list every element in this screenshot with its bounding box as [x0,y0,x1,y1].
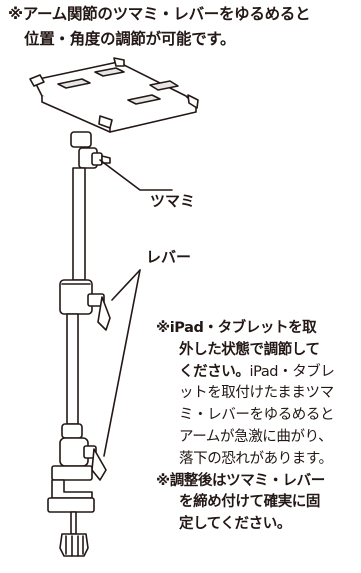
knob-leader-line [99,159,173,191]
note1-line2: 外した状態で調節して [179,341,320,358]
tablet-holder-plate [29,57,199,133]
caution-notes: ※iPad・タブレットを取 外した状態で調節して ください。iPad・タブレ ッ… [156,318,361,536]
lever-label: レバー [146,248,192,266]
lever-leader-line-2 [103,269,141,457]
lever-clamp [59,279,111,331]
note1-mark: ※ [156,320,170,336]
heading-line-2: 位置・角度の調節が可能です。 [24,30,236,48]
knob-label: ツマミ [150,192,196,210]
note2-line2: を締め付けて確実に固 [179,494,320,511]
note1-line3: ください。iPad・タブレ [179,363,335,380]
table-clamp [47,423,107,557]
note2-line3: 定してください。 [179,516,291,533]
note1-line1: ※iPad・タブレットを取 [156,320,317,336]
instruction-heading: ※アーム関節のツマミ・レバーをゆるめると 位置・角度の調節が可能です。 [8,2,358,52]
note1-line4: ットを取付けたままツマ [179,385,334,402]
note2-line1: ※調整後はツマミ・レバー [156,472,325,489]
note1-line5: ミ・レバーをゆるめると [179,407,335,424]
heading-line-1: ※アーム関節のツマミ・レバーをゆるめると [8,5,311,23]
lever-leader-line-1 [111,269,141,301]
upper-joint [70,131,111,169]
note2-mark: ※ [156,472,170,489]
note1-line6: アームが急激に曲がり、 [179,428,333,445]
note1-line7: 落下の恐れがあります。 [179,450,333,467]
upper-pole [72,167,86,281]
lower-pole [66,313,79,425]
